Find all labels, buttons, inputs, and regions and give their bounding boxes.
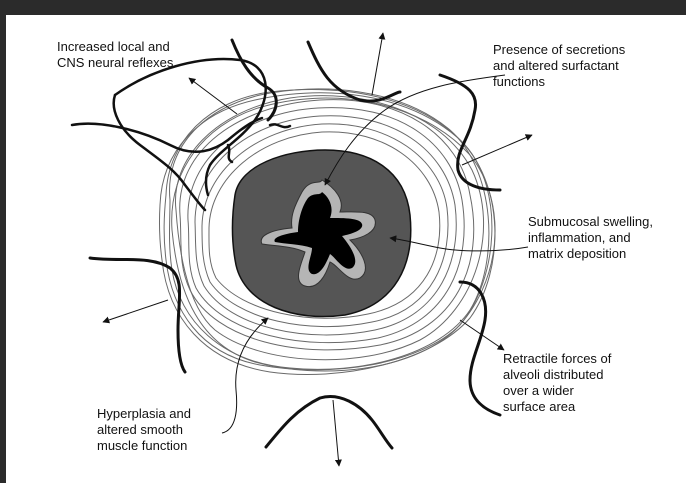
arrow-left [103, 300, 168, 322]
label-hyperplasia: Hyperplasia and altered smooth muscle fu… [97, 406, 191, 454]
label-secretions: Presence of secretions and altered surfa… [493, 42, 625, 90]
arrow-down [333, 400, 339, 466]
arrow-right-lower [460, 320, 504, 350]
arrow-up [372, 33, 383, 95]
label-retractile-forces: Retractile forces of alveoli distributed… [503, 351, 611, 415]
label-neural-reflexes: Increased local and CNS neural reflexes [57, 39, 173, 71]
label-submucosal-swelling: Submucosal swelling, inflammation, and m… [528, 214, 653, 262]
arrow-right-upper [462, 135, 532, 165]
arrow-neural [189, 78, 237, 114]
